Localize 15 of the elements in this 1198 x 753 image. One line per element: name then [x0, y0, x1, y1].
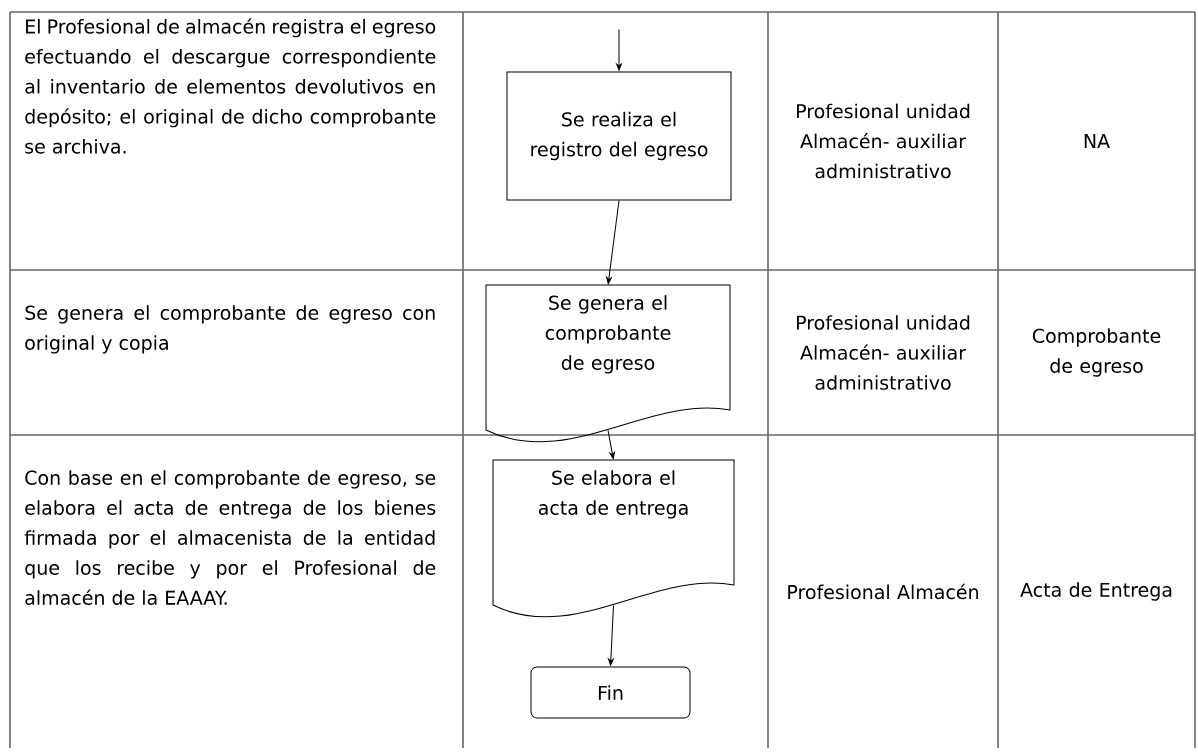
- cell-text: Profesional unidad Almacén- auxiliar administrativo: [797, 103, 970, 179]
- arrow: [616, 29, 622, 71]
- cell-text: Acta de Entrega: [1020, 582, 1172, 601]
- cell-text: Se genera el comprobante de egreso con original y copia: [25, 305, 435, 354]
- arrow: [608, 604, 614, 666]
- process-box: Se realiza el registro del egreso: [506, 71, 732, 201]
- arrow: [607, 429, 615, 460]
- cell-text: El Profesional de almacén registra el egreso efectuando el descargue correspondiente al inventario de elementos devolutivos en depósito; el original de dicho comprobante se archiva.: [25, 18, 436, 154]
- cell-text: Comprobante de egreso: [1032, 328, 1161, 377]
- cell-text: Profesional Almacén: [788, 583, 978, 600]
- terminal-box: Fin: [530, 666, 691, 719]
- cell-text: Profesional unidad Almacén- auxiliar administrativo: [797, 315, 970, 390]
- cell-text: NA: [1084, 134, 1110, 148]
- arrow: [606, 200, 620, 285]
- cell-text: Con base en el comprobante de egreso, se elabora el acta de entrega de los bienes firmada por el almacenista de la entidad que los recibe y por el Profesional de almacén de la EAAAY.: [24, 470, 436, 605]
